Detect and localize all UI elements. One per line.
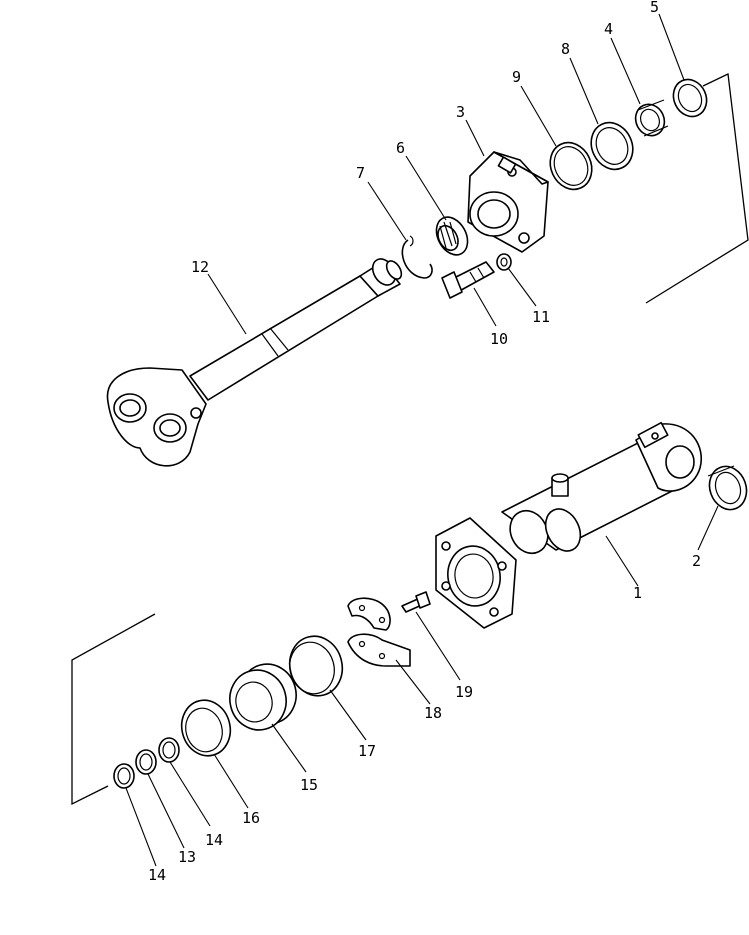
leader-lines — [125, 13, 719, 867]
retainer-screw — [401, 591, 431, 613]
snap-ring — [401, 235, 433, 279]
backup-ring-inner — [158, 737, 180, 763]
cylinder-tube — [501, 421, 702, 555]
o-ring-small — [135, 749, 157, 775]
o-ring-large — [549, 141, 593, 191]
cylinder-flange — [435, 517, 517, 629]
callout-10: 10 — [490, 330, 508, 348]
callout-17: 17 — [358, 742, 376, 760]
callout-13: 13 — [178, 848, 196, 866]
head-bushing — [634, 99, 669, 137]
callout-7: 7 — [356, 164, 365, 182]
piston — [229, 663, 297, 731]
callout-2: 2 — [692, 552, 701, 570]
callout-5: 5 — [650, 0, 659, 16]
callout-18: 18 — [424, 704, 442, 722]
wear-ring — [288, 635, 344, 697]
upper-group-bracket — [645, 73, 749, 304]
callout-16: 16 — [242, 809, 260, 827]
callout-14-outer: 14 — [148, 866, 166, 884]
backup-ring-outer — [113, 763, 135, 789]
lower-group-bracket — [71, 613, 156, 806]
callout-labels: 1 2 3 4 5 6 7 8 9 10 11 12 13 14 14 15 1… — [148, 0, 701, 884]
callout-1: 1 — [633, 584, 642, 602]
piston-seal — [180, 699, 232, 757]
piston-rod — [106, 258, 403, 467]
callout-19: 19 — [455, 683, 473, 701]
callout-12: 12 — [191, 258, 209, 276]
backup-ring — [590, 121, 634, 171]
callout-14-inner: 14 — [205, 831, 223, 849]
callout-11: 11 — [532, 308, 550, 326]
callout-4: 4 — [604, 20, 613, 38]
callout-3: 3 — [456, 103, 465, 121]
dust-seal — [672, 78, 708, 118]
split-retainer — [347, 597, 411, 667]
rod-bushing — [435, 216, 469, 256]
head-bolt — [441, 261, 495, 299]
callout-8: 8 — [561, 40, 570, 58]
callout-15: 15 — [300, 776, 318, 794]
cylinder-head — [467, 151, 549, 253]
lock-washer — [496, 253, 512, 271]
pin-bushing — [707, 465, 748, 511]
callout-6: 6 — [396, 139, 405, 157]
callout-9: 9 — [512, 68, 521, 86]
